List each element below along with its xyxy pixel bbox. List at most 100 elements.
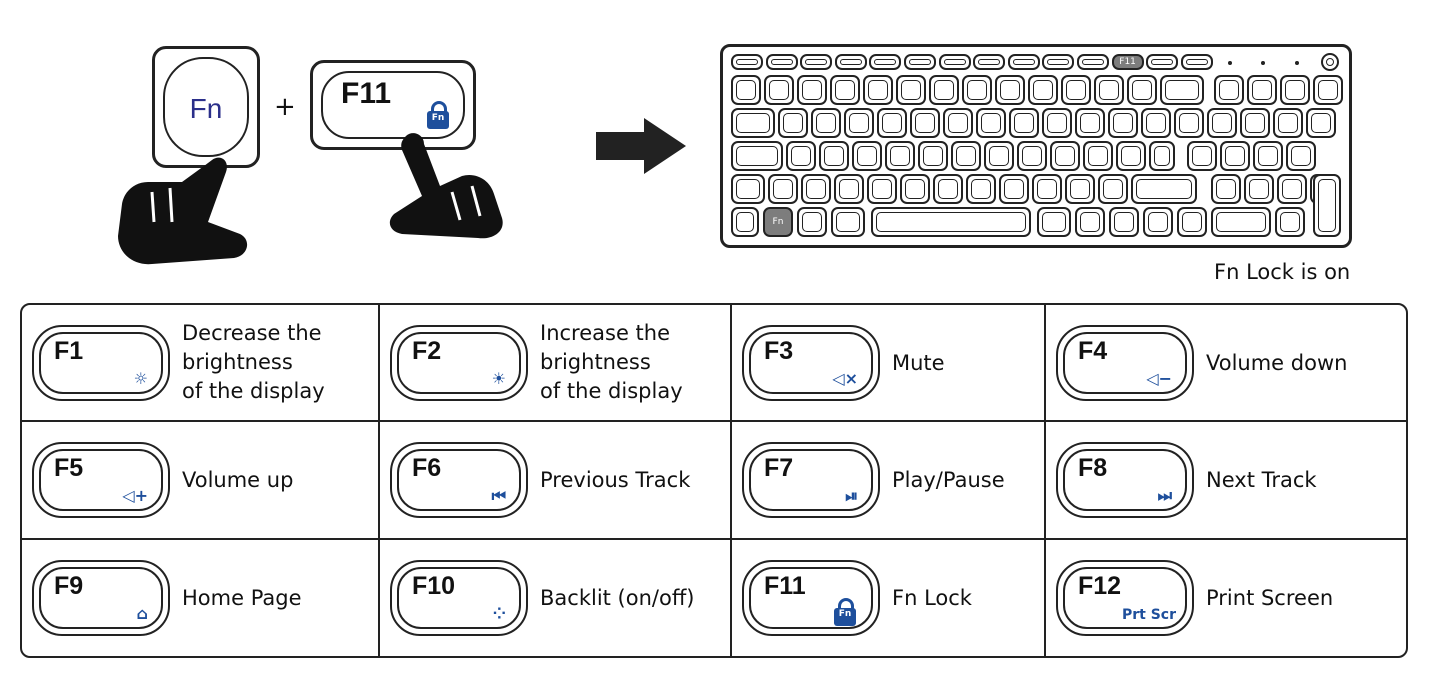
lock-icon-text: Fn	[431, 113, 445, 123]
table-divider	[378, 305, 380, 656]
keyboard-key	[1247, 75, 1277, 105]
keyboard-key	[1253, 141, 1283, 171]
keyboard-key	[1149, 141, 1175, 171]
function-key-label: F10	[412, 572, 456, 600]
lock-icon: Fn	[427, 101, 449, 129]
f11-key-label: F11	[341, 77, 392, 110]
function-key-label: F4	[1078, 337, 1108, 365]
fn-key-illustration: Fn	[152, 46, 260, 168]
keyboard-key	[938, 54, 971, 70]
keyboard-key	[869, 54, 902, 70]
home-icon: ⌂	[136, 604, 148, 623]
keyboard-key	[951, 141, 981, 171]
mute-icon: ◁×	[832, 369, 858, 388]
description-line: Volume down	[1206, 351, 1348, 375]
function-key-inner	[1063, 567, 1187, 629]
sun-small-icon: ☼	[133, 369, 148, 388]
keyboard-key	[1028, 75, 1058, 105]
function-key-row-f4: F4◁−Volume down	[1046, 305, 1386, 420]
function-key-inner	[749, 567, 873, 629]
keyboard-key	[764, 75, 794, 105]
keyboard-key	[1146, 54, 1179, 70]
keyboard-key	[1077, 54, 1109, 70]
function-key-inner	[39, 332, 163, 394]
function-key-label: F7	[764, 454, 794, 482]
table-divider	[22, 420, 1406, 422]
keyboard-key	[1037, 207, 1071, 237]
function-key-description: Next Track	[1206, 466, 1317, 495]
function-key-inner	[397, 332, 521, 394]
function-key-inner	[1063, 449, 1187, 511]
function-key-label: F5	[54, 454, 84, 482]
keyboard-key	[1075, 108, 1105, 138]
keyboard-key	[1160, 75, 1204, 105]
keyboard-key	[1275, 207, 1305, 237]
keyboard-key	[731, 207, 759, 237]
function-key-f8: F8⏭	[1056, 442, 1194, 518]
keyboard-key	[1098, 174, 1128, 204]
function-key-description: Home Page	[182, 584, 302, 613]
function-key-description: Volume up	[182, 466, 293, 495]
keyboard-key	[867, 174, 897, 204]
keyboard-key	[1273, 108, 1303, 138]
indicator-light	[1295, 61, 1299, 65]
keyboard-key	[731, 174, 765, 204]
keyboard-key	[1108, 108, 1138, 138]
keyboard-key	[966, 174, 996, 204]
function-key-row-f6: F6⏮Previous Track	[380, 422, 720, 537]
description-line: brightness	[182, 350, 293, 374]
function-key-description: Play/Pause	[892, 466, 1005, 495]
play-pause-icon: ⏯	[845, 486, 858, 505]
keyboard-key	[1174, 108, 1204, 138]
keyboard-key	[834, 174, 864, 204]
keyboard-key	[765, 54, 798, 70]
keyboard-key	[896, 75, 926, 105]
keyboard-key-label: F11	[1119, 57, 1136, 67]
function-key-f9: F9⌂	[32, 560, 170, 636]
keyboard-key-label: Fn	[772, 217, 784, 227]
keyboard-key	[933, 174, 963, 204]
keyboard-key-f11: F11	[1111, 54, 1144, 70]
keyboard-key	[999, 174, 1029, 204]
keyboard-key	[1214, 75, 1244, 105]
keyboard-key	[918, 141, 948, 171]
keyboard-key	[819, 141, 849, 171]
keyboard-key	[731, 54, 763, 70]
keyboard-key	[1042, 108, 1072, 138]
function-key-description: Fn Lock	[892, 584, 972, 613]
function-key-label: F6	[412, 454, 442, 482]
keyboard-key	[731, 75, 761, 105]
function-key-f3: F3◁×	[742, 325, 880, 401]
table-divider	[730, 305, 732, 656]
function-key-description: Previous Track	[540, 466, 690, 495]
keyboard-key	[976, 108, 1006, 138]
function-key-label: F1	[54, 337, 84, 365]
description-line: Increase the	[540, 321, 671, 345]
function-key-label: F11	[764, 572, 806, 600]
fn-key-label: Fn	[189, 93, 223, 124]
function-key-inner	[749, 332, 873, 394]
keyboard-key	[877, 108, 907, 138]
keyboard-key	[863, 75, 893, 105]
function-key-description: Print Screen	[1206, 584, 1333, 613]
keyboard-key	[1143, 207, 1173, 237]
keyboard-key	[797, 207, 827, 237]
description-line: Next Track	[1206, 468, 1317, 492]
keyboard-key	[1017, 141, 1047, 171]
function-key-description: Mute	[892, 349, 945, 378]
pointing-hand-icon-right	[389, 133, 503, 239]
keyboard-key	[831, 207, 865, 237]
plus-sign: +	[274, 92, 296, 122]
function-key-inner	[39, 449, 163, 511]
keyboard-key	[768, 174, 798, 204]
function-key-inner	[749, 449, 873, 511]
function-key-f7: F7 ⏯	[742, 442, 880, 518]
keyboard-key	[1244, 174, 1274, 204]
keyboard-key	[1050, 141, 1080, 171]
keyboard-key	[1187, 141, 1217, 171]
